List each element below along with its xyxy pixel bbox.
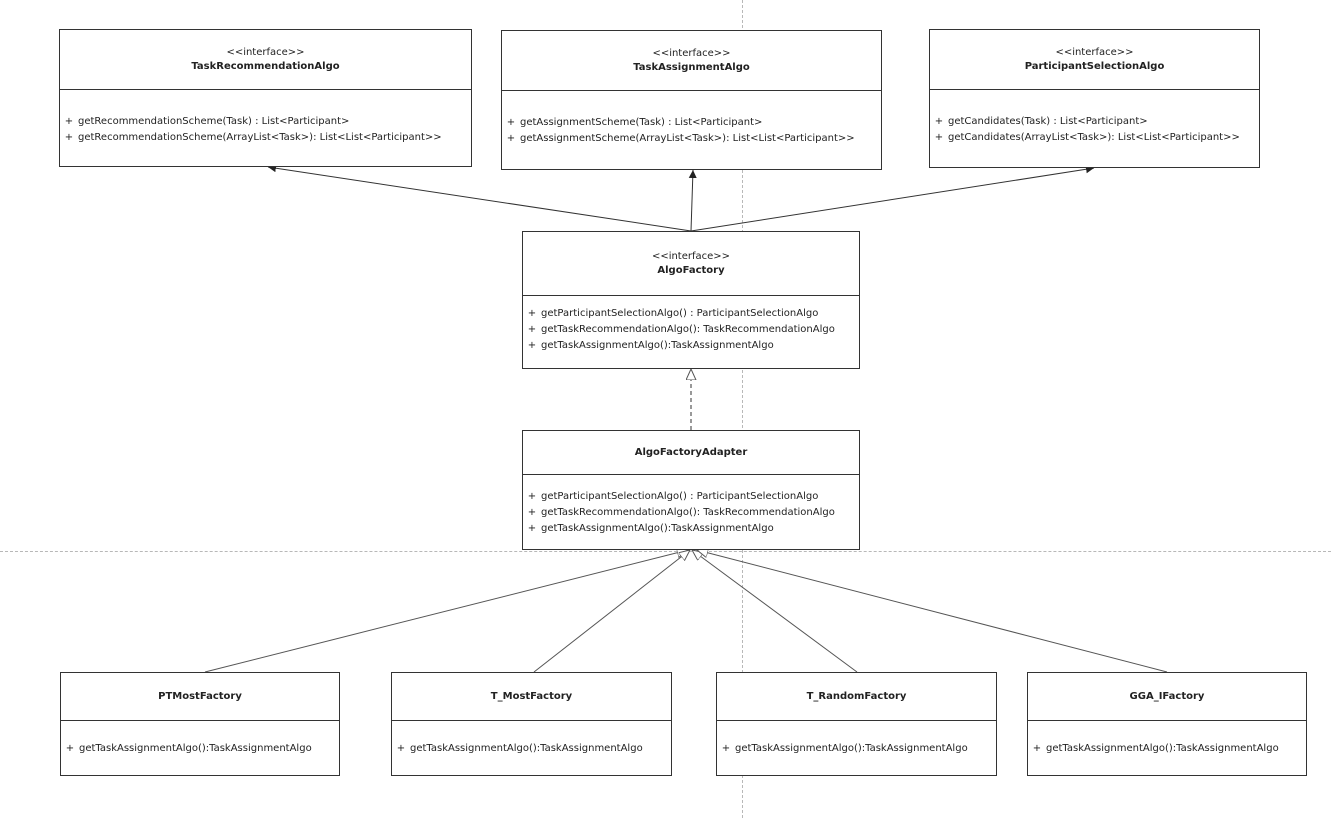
visibility-marker: + <box>527 507 537 518</box>
class-name: TaskRecommendationAlgo <box>191 60 340 72</box>
operation-signature: getCandidates(ArrayList<Task>): List<Lis… <box>948 132 1240 143</box>
vertical-guide-line <box>742 0 743 818</box>
class-header: <<interface>> AlgoFactory <box>523 232 859 296</box>
operation: + getParticipantSelectionAlgo() : Partici… <box>523 489 859 505</box>
operation: + getRecommendationScheme(ArrayList<Task>… <box>60 130 471 146</box>
operation: + getTaskAssignmentAlgo():TaskAssignmentA… <box>717 741 996 757</box>
class-header: PTMostFactory <box>61 673 339 721</box>
operation-signature: getRecommendationScheme(ArrayList<Task>)… <box>78 132 442 143</box>
visibility-marker: + <box>934 116 944 127</box>
class-pt-most-factory[interactable]: PTMostFactory + getTaskAssignmentAlgo():T… <box>60 672 340 776</box>
operation-signature: getParticipantSelectionAlgo() : Particip… <box>541 491 819 502</box>
class-participant-selection-algo[interactable]: <<interface>> ParticipantSelectionAlgo +… <box>929 29 1260 168</box>
operation: + getAssignmentScheme(ArrayList<Task>): L… <box>502 131 881 147</box>
edge-ptmost-extends-adapter <box>204 550 688 673</box>
class-name: TaskAssignmentAlgo <box>633 61 750 73</box>
operation-signature: getCandidates(Task) : List<Participant> <box>948 116 1148 127</box>
class-gga-i-factory[interactable]: GGA_IFactory + getTaskAssignmentAlgo():Ta… <box>1027 672 1307 776</box>
class-t-most-factory[interactable]: T_MostFactory + getTaskAssignmentAlgo():T… <box>391 672 672 776</box>
operations-list: + getRecommendationScheme(Task) : List<Pa… <box>60 90 471 146</box>
operation-signature: getRecommendationScheme(Task) : List<Par… <box>78 116 350 127</box>
visibility-marker: + <box>527 308 537 319</box>
operation-signature: getAssignmentScheme(ArrayList<Task>): Li… <box>520 133 855 144</box>
operation: + getCandidates(Task) : List<Participant> <box>930 114 1259 130</box>
class-header: <<interface>> TaskAssignmentAlgo <box>502 31 881 91</box>
edge-gga-extends-adapter <box>697 550 1168 673</box>
operation: + getTaskAssignmentAlgo():TaskAssignmentA… <box>523 338 859 354</box>
class-name: AlgoFactoryAdapter <box>634 446 748 458</box>
edge-algofactory-to-participantselectionalgo <box>690 165 1095 232</box>
operation: + getTaskAssignmentAlgo():TaskAssignmentA… <box>392 741 671 757</box>
class-header: <<interface>> TaskRecommendationAlgo <box>60 30 471 90</box>
class-task-recommendation-algo[interactable]: <<interface>> TaskRecommendationAlgo + ge… <box>59 29 472 167</box>
class-name: T_RandomFactory <box>806 690 907 702</box>
class-algo-factory[interactable]: <<interface>> AlgoFactory + getParticipan… <box>522 231 860 369</box>
operations-list: + getParticipantSelectionAlgo() : Partici… <box>523 475 859 537</box>
operation-signature: getTaskAssignmentAlgo():TaskAssignmentAl… <box>410 743 643 754</box>
operation: + getTaskAssignmentAlgo():TaskAssignmentA… <box>523 521 859 537</box>
operation-signature: getTaskAssignmentAlgo():TaskAssignmentAl… <box>1046 743 1279 754</box>
class-name: PTMostFactory <box>158 690 242 702</box>
operation: + getTaskAssignmentAlgo():TaskAssignmentA… <box>61 741 339 757</box>
operation-signature: getTaskAssignmentAlgo():TaskAssignmentAl… <box>541 340 774 351</box>
operation-signature: getTaskAssignmentAlgo():TaskAssignmentAl… <box>541 523 774 534</box>
visibility-marker: + <box>506 117 516 128</box>
operation: + getTaskRecommendationAlgo(): TaskRecomm… <box>523 505 859 521</box>
class-header: <<interface>> ParticipantSelectionAlgo <box>930 30 1259 90</box>
class-header: T_RandomFactory <box>717 673 996 721</box>
class-algo-factory-adapter[interactable]: AlgoFactoryAdapter + getParticipantSelect… <box>522 430 860 550</box>
edge-algofactory-to-taskassignmentalgo <box>688 169 697 232</box>
class-header: AlgoFactoryAdapter <box>523 431 859 475</box>
class-name: AlgoFactory <box>657 264 725 276</box>
visibility-marker: + <box>396 743 406 754</box>
operation-signature: getTaskRecommendationAlgo(): TaskRecomme… <box>541 324 835 335</box>
edge-algofactory-to-taskrecommendationalgo <box>267 164 692 232</box>
operation: + getTaskAssignmentAlgo():TaskAssignmentA… <box>1028 741 1306 757</box>
visibility-marker: + <box>527 491 537 502</box>
visibility-marker: + <box>527 324 537 335</box>
class-task-assignment-algo[interactable]: <<interface>> TaskAssignmentAlgo + getAss… <box>501 30 882 170</box>
horizontal-guide-line <box>0 551 1331 552</box>
operations-list: + getTaskAssignmentAlgo():TaskAssignmentA… <box>1028 721 1306 757</box>
visibility-marker: + <box>506 133 516 144</box>
class-t-random-factory[interactable]: T_RandomFactory + getTaskAssignmentAlgo()… <box>716 672 997 776</box>
operations-list: + getTaskAssignmentAlgo():TaskAssignmentA… <box>61 721 339 757</box>
visibility-marker: + <box>1032 743 1042 754</box>
operation-signature: getTaskAssignmentAlgo():TaskAssignmentAl… <box>735 743 968 754</box>
operation-signature: getTaskAssignmentAlgo():TaskAssignmentAl… <box>79 743 312 754</box>
visibility-marker: + <box>64 116 74 127</box>
edge-trandom-extends-adapter <box>692 550 858 673</box>
visibility-marker: + <box>64 132 74 143</box>
stereotype-label: <<interface>> <box>1055 46 1134 58</box>
operation-signature: getAssignmentScheme(Task) : List<Partici… <box>520 117 763 128</box>
class-name: ParticipantSelectionAlgo <box>1024 60 1165 72</box>
visibility-marker: + <box>527 523 537 534</box>
edge-tmost-extends-adapter <box>533 550 690 673</box>
operation-signature: getTaskRecommendationAlgo(): TaskRecomme… <box>541 507 835 518</box>
operation: + getParticipantSelectionAlgo() : Partici… <box>523 306 859 322</box>
visibility-marker: + <box>527 340 537 351</box>
operations-list: + getCandidates(Task) : List<Participant>… <box>930 90 1259 146</box>
class-header: GGA_IFactory <box>1028 673 1306 721</box>
operation: + getAssignmentScheme(Task) : List<Partic… <box>502 115 881 131</box>
visibility-marker: + <box>934 132 944 143</box>
operations-list: + getParticipantSelectionAlgo() : Partici… <box>523 296 859 354</box>
visibility-marker: + <box>65 743 75 754</box>
operation: + getCandidates(ArrayList<Task>): List<Li… <box>930 130 1259 146</box>
operations-list: + getTaskAssignmentAlgo():TaskAssignmentA… <box>392 721 671 757</box>
operation: + getTaskRecommendationAlgo(): TaskRecomm… <box>523 322 859 338</box>
operations-list: + getTaskAssignmentAlgo():TaskAssignmentA… <box>717 721 996 757</box>
stereotype-label: <<interface>> <box>226 46 305 58</box>
operation: + getRecommendationScheme(Task) : List<Pa… <box>60 114 471 130</box>
class-header: T_MostFactory <box>392 673 671 721</box>
class-name: GGA_IFactory <box>1129 690 1205 702</box>
operation-signature: getParticipantSelectionAlgo() : Particip… <box>541 308 819 319</box>
stereotype-label: <<interface>> <box>651 250 731 262</box>
class-name: T_MostFactory <box>490 690 573 702</box>
stereotype-label: <<interface>> <box>652 47 731 59</box>
visibility-marker: + <box>721 743 731 754</box>
operations-list: + getAssignmentScheme(Task) : List<Partic… <box>502 91 881 147</box>
